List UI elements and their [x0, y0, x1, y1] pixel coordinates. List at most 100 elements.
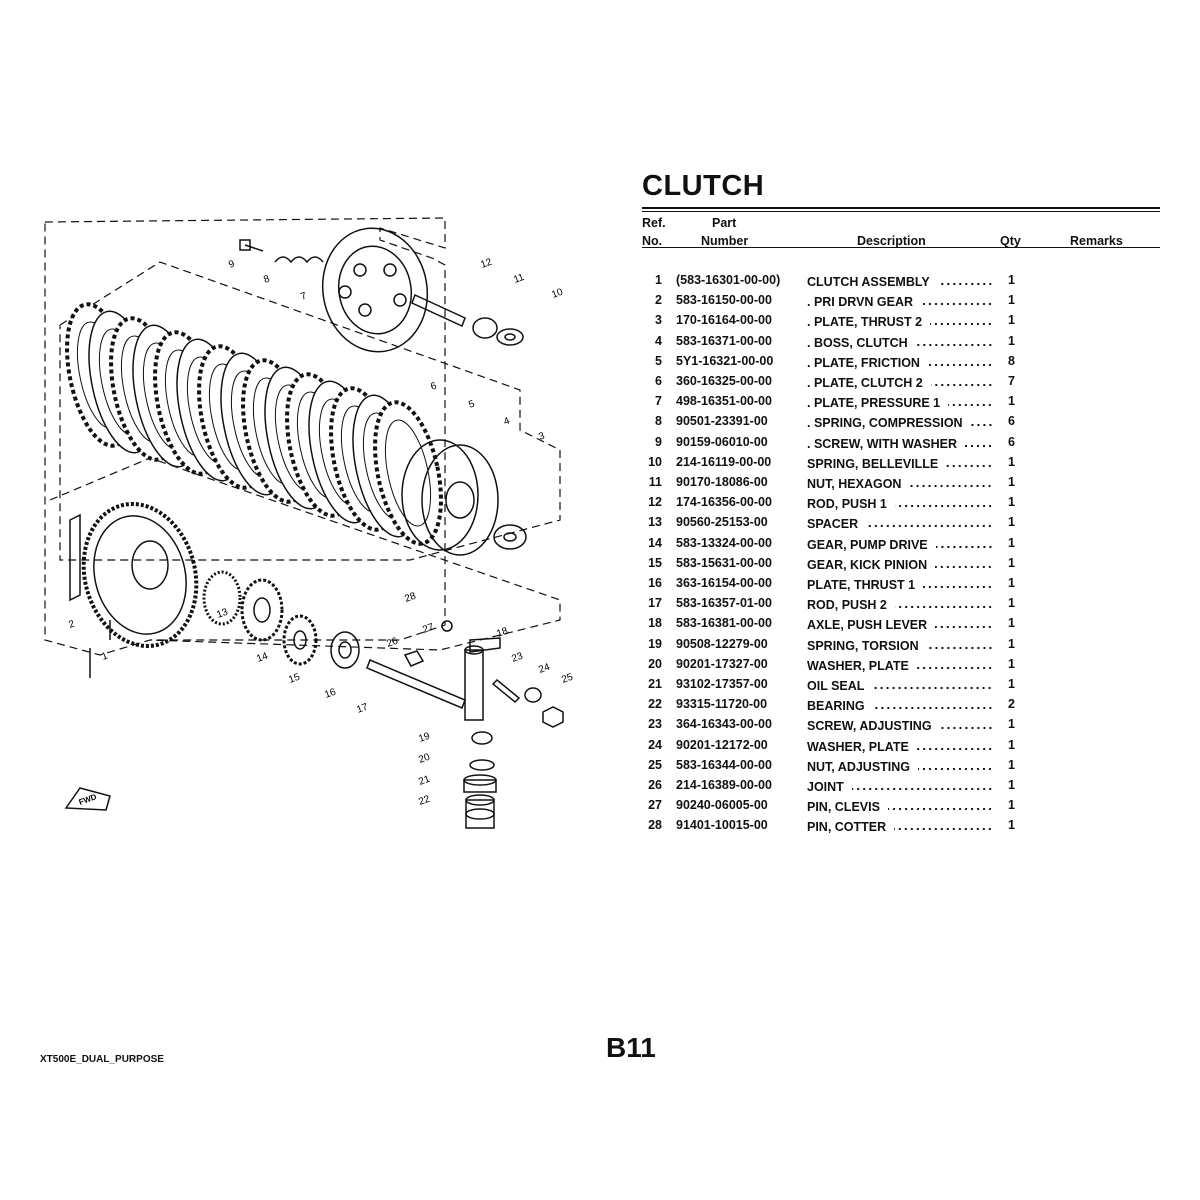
- qty: 1: [1008, 313, 1015, 328]
- leader-dots: [916, 746, 993, 751]
- qty: 6: [1008, 414, 1015, 429]
- qty: 1: [1008, 333, 1015, 348]
- qty: 8: [1008, 353, 1015, 368]
- callout-28: 28: [403, 591, 418, 605]
- leader-dots: [946, 463, 993, 468]
- description: SPRING, TORSION: [807, 638, 919, 653]
- header-rule: [642, 247, 1160, 248]
- part-number: 498-16351-00-00: [676, 394, 772, 409]
- qty: 1: [1008, 596, 1015, 611]
- table-row: 16 363-16154-00-00 PLATE, THRUST 1 1: [630, 576, 1170, 596]
- leader-dots: [935, 564, 993, 569]
- qty: 1: [1008, 717, 1015, 732]
- description: SCREW, ADJUSTING: [807, 719, 932, 734]
- description: NUT, ADJUSTING: [807, 759, 911, 774]
- table-row: 8 90501-23391-00 . SPRING, COMPRESSION 6: [630, 414, 1170, 434]
- leader-dots: [930, 322, 993, 327]
- qty: 1: [1008, 273, 1015, 287]
- callout-6: 6: [429, 380, 438, 392]
- leader-dots: [887, 807, 993, 812]
- part-number: 360-16325-00-00: [676, 374, 772, 388]
- description: OIL SEAL: [807, 679, 865, 693]
- callout-10: 10: [550, 287, 565, 301]
- table-row: 22 93315-11720-00 BEARING 2: [630, 697, 1170, 717]
- description-cell: PIN, COTTER: [807, 818, 993, 834]
- leader-dots: [923, 585, 993, 589]
- ref-no: 18: [648, 616, 662, 631]
- clutch-plate-stack: [65, 302, 443, 546]
- clutch-exploded-diagram: FWD 123456789101112131415161718192021222…: [44, 217, 575, 829]
- description-cell: PLATE, THRUST 1: [807, 576, 993, 592]
- callout-20: 20: [417, 752, 432, 766]
- table-row: 6 360-16325-00-00 . PLATE, CLUTCH 2 7: [630, 374, 1170, 394]
- clutch-boss: [401, 439, 527, 556]
- table-row: 3 170-16164-00-00 . PLATE, THRUST 2 1: [630, 313, 1170, 333]
- qty: 2: [1008, 697, 1015, 712]
- pressure-plate: [321, 227, 429, 353]
- part-number: 5Y1-16321-00-00: [676, 353, 774, 368]
- part-number: 90508-12279-00: [676, 636, 768, 651]
- description-cell: . BOSS, CLUTCH: [807, 334, 993, 350]
- leader-dots: [866, 524, 993, 529]
- description-cell: PIN, CLEVIS: [807, 798, 993, 814]
- ref-no: 19: [648, 636, 662, 651]
- part-number: 583-15631-00-00: [676, 555, 772, 570]
- ref-no: 14: [648, 535, 662, 550]
- ref-no: 21: [648, 677, 662, 691]
- part-number: 91401-10015-00: [676, 818, 768, 833]
- description: PIN, CLEVIS: [807, 800, 880, 815]
- part-number: 583-16357-01-00: [676, 596, 772, 611]
- title-rule: [642, 207, 1160, 212]
- qty: 1: [1008, 636, 1015, 651]
- ref-no: 7: [655, 394, 662, 409]
- description: . SCREW, WITH WASHER: [807, 436, 957, 451]
- leader-dots: [894, 827, 993, 832]
- description-cell: . PLATE, CLUTCH 2: [807, 374, 993, 390]
- description: . BOSS, CLUTCH: [807, 335, 908, 350]
- gears-and-spacer: [202, 570, 360, 669]
- qty: 1: [1008, 495, 1015, 510]
- part-number: 583-16371-00-00: [676, 333, 772, 348]
- part-number: 90501-23391-00: [676, 414, 768, 429]
- header-remarks: Remarks: [1070, 234, 1123, 248]
- callout-26: 26: [385, 636, 400, 650]
- leader-dots: [909, 484, 993, 488]
- description-cell: GEAR, KICK PINION: [807, 556, 993, 572]
- table-row: 11 90170-18086-00 NUT, HEXAGON 1: [630, 475, 1170, 495]
- description: . PLATE, FRICTION: [807, 355, 920, 370]
- table-row: 12 174-16356-00-00 ROD, PUSH 1 1: [630, 495, 1170, 515]
- callout-24: 24: [537, 662, 552, 676]
- leader-dots: [921, 302, 993, 307]
- description: . PLATE, THRUST 2: [807, 315, 923, 330]
- description-cell: NUT, ADJUSTING: [807, 758, 993, 774]
- part-number: 174-16356-00-00: [676, 495, 772, 510]
- ref-no: 23: [648, 717, 662, 732]
- table-row: 28 91401-10015-00 PIN, COTTER 1: [630, 818, 1170, 838]
- part-number: 90201-12172-00: [676, 737, 768, 752]
- table-row: 19 90508-12279-00 SPRING, TORSION 1: [630, 637, 1170, 657]
- leader-dots: [937, 282, 993, 286]
- callout-22: 22: [417, 794, 432, 808]
- callout-15: 15: [287, 672, 302, 686]
- leader-dots: [930, 383, 993, 387]
- primary-driven-gear: [69, 502, 199, 648]
- leader-dots: [948, 403, 993, 408]
- description-cell: . PLATE, PRESSURE 1: [807, 394, 993, 410]
- callout-25: 25: [560, 672, 575, 686]
- ref-no: 26: [648, 778, 662, 792]
- friction-plate: [373, 400, 443, 546]
- table-row: 7 498-16351-00-00 . PLATE, PRESSURE 1 1: [630, 394, 1170, 414]
- ref-no: 10: [648, 454, 662, 469]
- description-cell: ROD, PUSH 1: [807, 495, 993, 511]
- description: . PLATE, CLUTCH 2: [807, 376, 923, 390]
- part-number: 90560-25153-00: [676, 515, 768, 530]
- leader-dots: [872, 706, 993, 711]
- description: SPRING, BELLEVILLE: [807, 456, 939, 471]
- description: ROD, PUSH 2: [807, 598, 887, 613]
- ref-no: 6: [655, 374, 662, 388]
- table-row: 14 583-13324-00-00 GEAR, PUMP DRIVE 1: [630, 536, 1170, 556]
- description-cell: SPACER: [807, 515, 993, 531]
- qty: 1: [1008, 798, 1015, 813]
- header-qty: Qty: [1000, 234, 1021, 248]
- basket-outline: [49, 457, 561, 651]
